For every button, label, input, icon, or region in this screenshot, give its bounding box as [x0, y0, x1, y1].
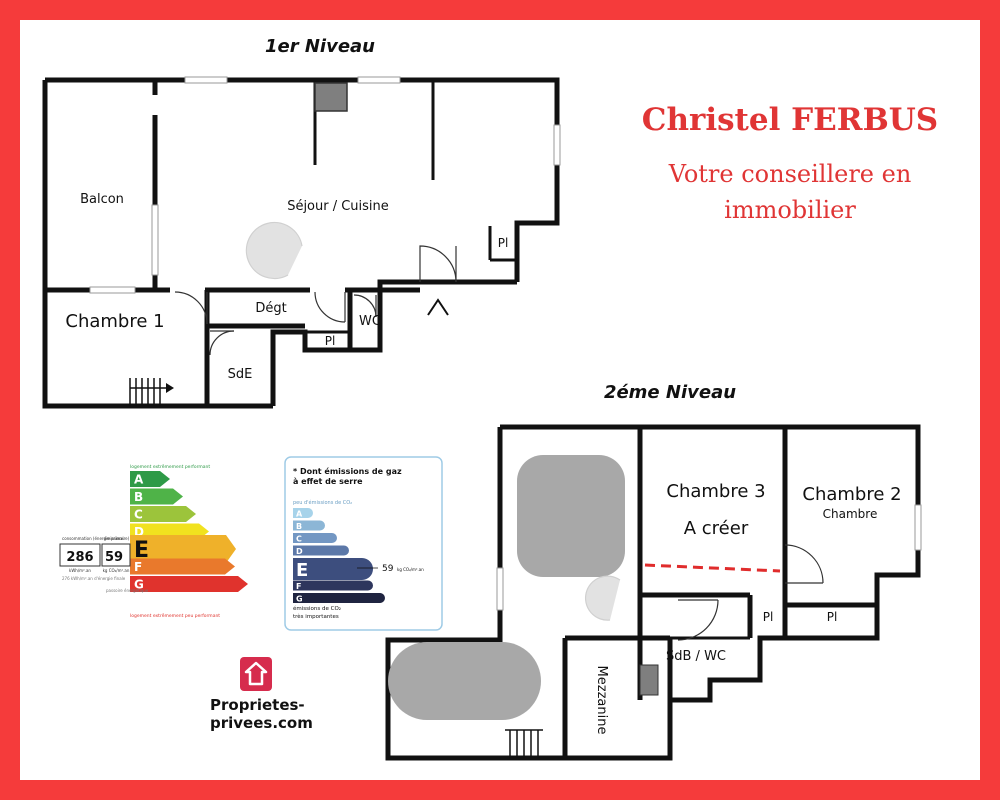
ghg-class-bar-a — [293, 508, 313, 518]
ghg-class-letter-e: E — [296, 560, 308, 581]
logo-text-line2: privees.com — [210, 714, 313, 732]
room-wc: WC — [359, 314, 381, 329]
energy-emissions-caption: émissions — [104, 536, 124, 541]
energy-consumption-note: 276 kWh/m².an d'énergie finale — [62, 576, 126, 581]
energy-class-letter-d: D — [134, 525, 144, 539]
entrance-arrow-icon — [427, 298, 449, 316]
room-sejour: Séjour / Cuisine — [287, 199, 389, 214]
chimney-block-2 — [639, 664, 659, 696]
planned-wall-dashed — [644, 563, 781, 573]
energy-class-bar-c — [130, 506, 196, 522]
energy-class-letter-c: C — [134, 508, 143, 522]
room-chambre1: Chambre 1 — [65, 311, 164, 332]
energy-label: logement extrêmement performant ABCDEFG … — [59, 463, 248, 619]
stairs-arrow-icon — [166, 383, 174, 393]
ghg-class-bar-b — [293, 520, 325, 531]
ghg-value: 59 — [382, 564, 394, 574]
level1-windows — [90, 77, 560, 293]
level1-window-lines — [89, 76, 561, 294]
ghg-class-letter-b: B — [296, 522, 302, 531]
energy-class-bar-g — [130, 576, 248, 592]
level2-windows — [496, 504, 922, 611]
agent-tagline-line2: immobilier — [724, 196, 856, 224]
ghg-high-caption-line2: très importantes — [293, 613, 339, 620]
energy-class-bar-b — [130, 488, 183, 505]
ghg-label: * Dont émissions de gaz à effet de serre… — [284, 456, 443, 631]
ghg-class-bar-d — [293, 545, 349, 556]
room-sdb: SdB / WC — [666, 649, 726, 664]
ghg-class-letter-f: F — [296, 582, 301, 591]
room-chambre3: Chambre 3 — [666, 481, 765, 502]
ghg-class-bar-e — [293, 558, 373, 580]
energy-class-bar-f — [130, 558, 235, 575]
ghg-high-caption-line1: émissions de CO₂ — [293, 605, 341, 612]
room-chambre2-sub: Chambre — [823, 507, 878, 521]
energy-class-bar-e — [130, 535, 236, 563]
agent-tagline-line1: Votre conseillere en — [668, 160, 912, 188]
energy-value-box — [59, 543, 101, 567]
energy-class-letter-b: B — [134, 490, 143, 504]
level2-walls — [385, 424, 921, 761]
energy-emissions-value: 59 — [105, 550, 123, 565]
energy-top-caption: logement extrêmement performant — [130, 463, 210, 470]
energy-bottom-caption: logement extrêmement peu performant — [130, 612, 220, 619]
energy-consumption-value: 286 — [66, 550, 93, 565]
energy-class-letter-g: G — [134, 578, 144, 592]
ghg-class-letter-a: A — [296, 510, 303, 519]
room-pl-2b: Pl — [827, 610, 838, 624]
emissions-value-box — [101, 543, 131, 567]
agent-name: Christel FERBUS — [641, 102, 939, 138]
skylight-block-upper — [517, 455, 625, 577]
energy-class-letter-a: A — [134, 473, 144, 487]
level2-doors — [585, 544, 824, 641]
room-degt: Dégt — [255, 301, 286, 316]
level2-stairs — [505, 729, 543, 758]
ghg-class-letter-g: G — [296, 595, 303, 604]
room-chambre2: Chambre 2 — [802, 484, 901, 505]
chimney-block — [314, 82, 348, 112]
level1-stairs — [129, 378, 166, 406]
ghg-class-bar-g — [293, 593, 385, 603]
room-balcon: Balcon — [80, 192, 124, 207]
ghg-class-letter-c: C — [296, 535, 302, 544]
room-a-creer: A créer — [684, 518, 749, 539]
floor-plan-canvas: 1er Niveau — [42, 36, 922, 761]
skylight-block-lower — [388, 642, 541, 720]
logo-text-line1: Proprietes- — [210, 696, 305, 714]
energy-consumption-unit: kWh/m².an — [69, 568, 91, 573]
ghg-unit: kg CO₂/m².an — [397, 567, 424, 572]
ghg-title-line1: * Dont émissions de gaz — [293, 466, 402, 476]
energy-class-letter-e: E — [134, 538, 149, 563]
energy-consumption-caption: consommation (énergie primaire) — [62, 536, 130, 541]
energy-class-bar-a — [130, 471, 170, 487]
room-pl-1b: Pl — [325, 334, 336, 348]
energy-emissions-unit: kg CO₂/m².an — [103, 568, 130, 573]
ghg-class-bar-f — [293, 580, 373, 591]
level2-title: 2éme Niveau — [604, 382, 736, 403]
room-pl-2a: Pl — [763, 610, 774, 624]
ghg-title-line2: à effet de serre — [293, 477, 363, 486]
energy-class-letter-f: F — [134, 560, 142, 574]
ghg-low-caption: peu d'émissions de CO₂ — [293, 499, 352, 506]
level1-title: 1er Niveau — [265, 36, 375, 57]
house-icon — [240, 657, 272, 691]
ghg-class-letter-d: D — [296, 547, 303, 556]
level1-doors — [174, 221, 457, 356]
room-pl-1a: Pl — [498, 236, 509, 250]
ghg-class-bar-c — [293, 533, 337, 543]
room-sde: SdE — [228, 367, 253, 382]
room-mezzanine: Mezzanine — [594, 666, 609, 735]
poster: 1er Niveau — [20, 20, 980, 780]
energy-passoire-caption: passoire énergétique — [106, 588, 149, 593]
